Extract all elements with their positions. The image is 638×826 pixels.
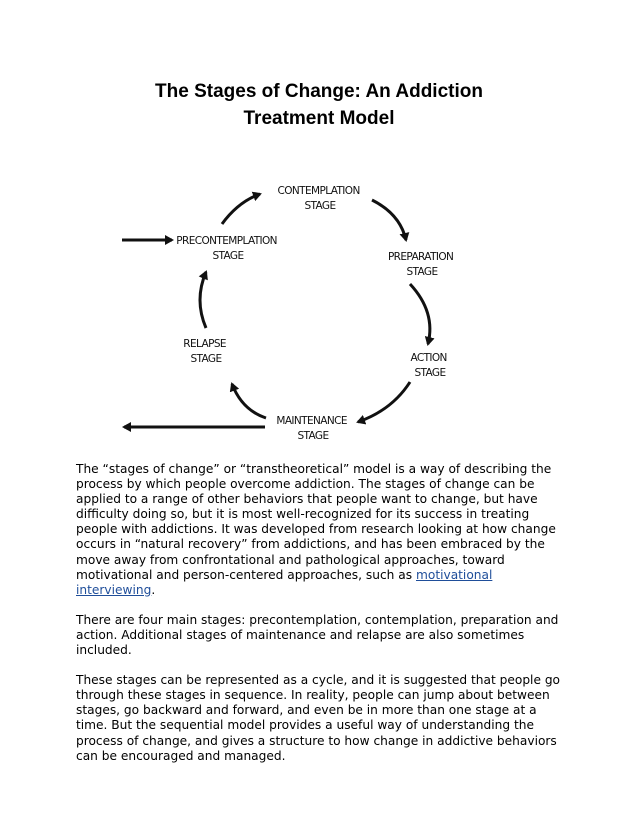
stage-maintenance: MAINTENANCE STAGE	[276, 415, 349, 442]
document-title: The Stages of Change: An Addiction Treat…	[76, 78, 562, 132]
stages-of-change-diagram: CONTEMPLATION STAGE PRECONTEMPLATION STA…	[122, 185, 456, 442]
stage-precontemplation: PRECONTEMPLATION STAGE	[176, 235, 279, 262]
arrow-precontemplation-to-contemplation	[220, 191, 262, 225]
arrow-action-to-maintenance	[356, 381, 412, 425]
stage-preparation: PREPARATION STAGE	[388, 251, 456, 278]
arrow-preparation-to-action	[408, 282, 435, 346]
paragraph-intro: The “stages of change” or “transtheoreti…	[76, 462, 568, 598]
title-line-2: Treatment Model	[243, 108, 395, 129]
arrow-maintenance-to-relapse	[229, 382, 267, 420]
motivational-interviewing-link[interactable]: motivational interviewing	[76, 567, 493, 597]
arrow-contemplation-to-preparation	[371, 198, 410, 242]
title-line-1: The Stages of Change: An Addiction	[155, 81, 483, 102]
paragraph-intro-end: .	[151, 582, 156, 597]
stage-action: ACTION STAGE	[410, 352, 449, 379]
stage-contemplation: CONTEMPLATION STAGE	[278, 185, 363, 212]
arrow-relapse-to-precontemplation	[198, 270, 208, 329]
paragraph-stages: There are four main stages: precontempla…	[76, 612, 559, 658]
paragraph-cycle: These stages can be represented as a cyc…	[76, 673, 561, 763]
paragraph-intro-text: The “stages of change” or “transtheoreti…	[76, 462, 556, 582]
stage-relapse: RELAPSE STAGE	[183, 338, 228, 365]
article-body: The “stages of change” or “transtheoreti…	[76, 462, 568, 779]
